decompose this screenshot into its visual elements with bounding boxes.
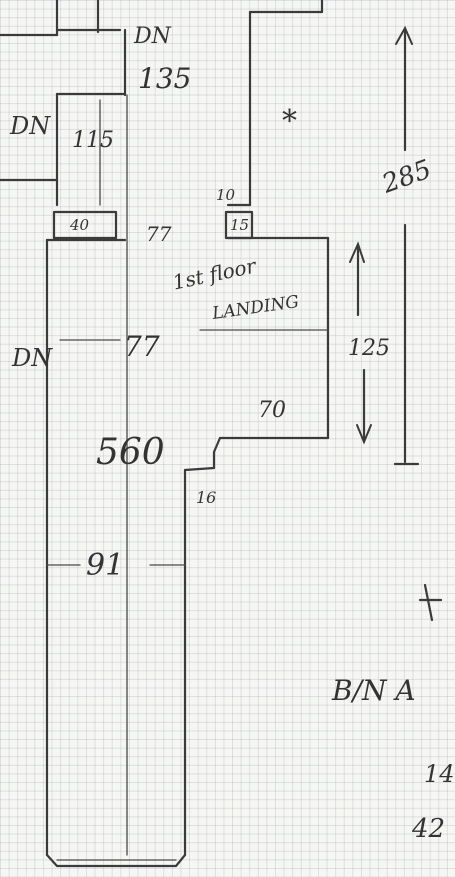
label-dim-10: 10 xyxy=(216,186,236,204)
label-cut-42: 42 xyxy=(412,814,446,844)
label-dim-40: 40 xyxy=(70,216,90,234)
dim-arrow-125-top xyxy=(349,241,365,263)
label-dim-115: 115 xyxy=(72,128,114,153)
label-dn-mid: DN xyxy=(12,344,53,372)
wall-landing-step xyxy=(183,436,222,472)
partial-arrow-right xyxy=(418,583,443,622)
label-dim-70: 70 xyxy=(258,398,286,423)
label-dim-77: 77 xyxy=(124,330,160,363)
label-cut-14: 14 xyxy=(424,760,455,788)
label-bn-partial: B/N A xyxy=(332,674,416,707)
floor-plan-sketch xyxy=(0,0,443,868)
label-dim-15: 15 xyxy=(230,216,250,234)
star-marker: * xyxy=(282,104,297,139)
box-40 xyxy=(52,210,118,240)
label-dim-16: 16 xyxy=(196,488,217,507)
label-dn-left: DN xyxy=(10,112,51,140)
label-dim-125: 125 xyxy=(348,336,390,361)
label-dim-560: 560 xyxy=(96,432,165,473)
label-dn-top: DN xyxy=(134,24,171,49)
label-dim-77-small: 77 xyxy=(146,222,172,246)
label-dim-135: 135 xyxy=(138,62,192,95)
dim-arrow-125-bottom xyxy=(356,424,372,445)
dim-arrow-285-top xyxy=(395,25,413,45)
label-dim-91: 91 xyxy=(86,548,125,583)
wall-bottom-cap xyxy=(45,853,187,868)
